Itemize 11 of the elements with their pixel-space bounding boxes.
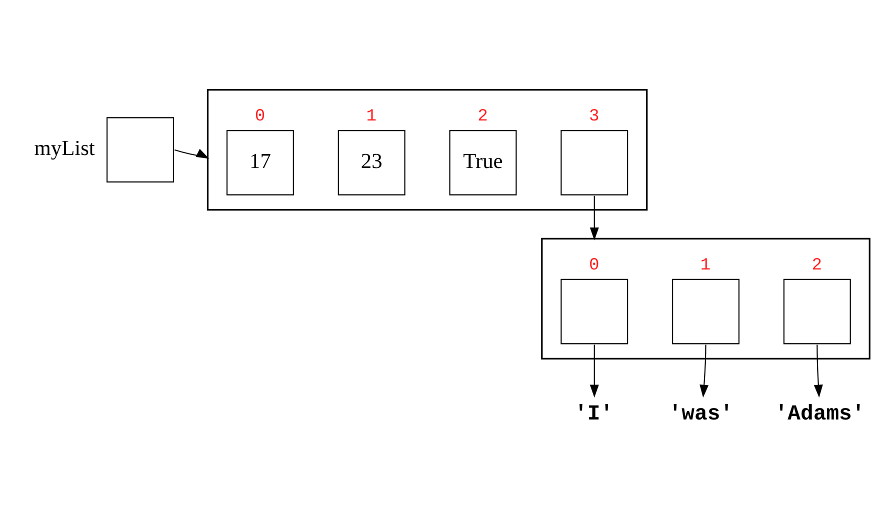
node-label: 2 <box>812 256 822 276</box>
node-text: 'Adams' <box>774 402 865 427</box>
node-label: 1 <box>366 108 377 127</box>
node-text: 'I' <box>574 402 614 427</box>
node-label: 0 <box>589 256 600 276</box>
node-label: 2 <box>478 108 488 127</box>
node-text: 'was' <box>668 402 734 427</box>
node-label: 1 <box>700 256 711 276</box>
node-label: 0 <box>254 108 266 127</box>
node-label: 3 <box>589 108 600 127</box>
node-label: myList <box>34 136 95 160</box>
